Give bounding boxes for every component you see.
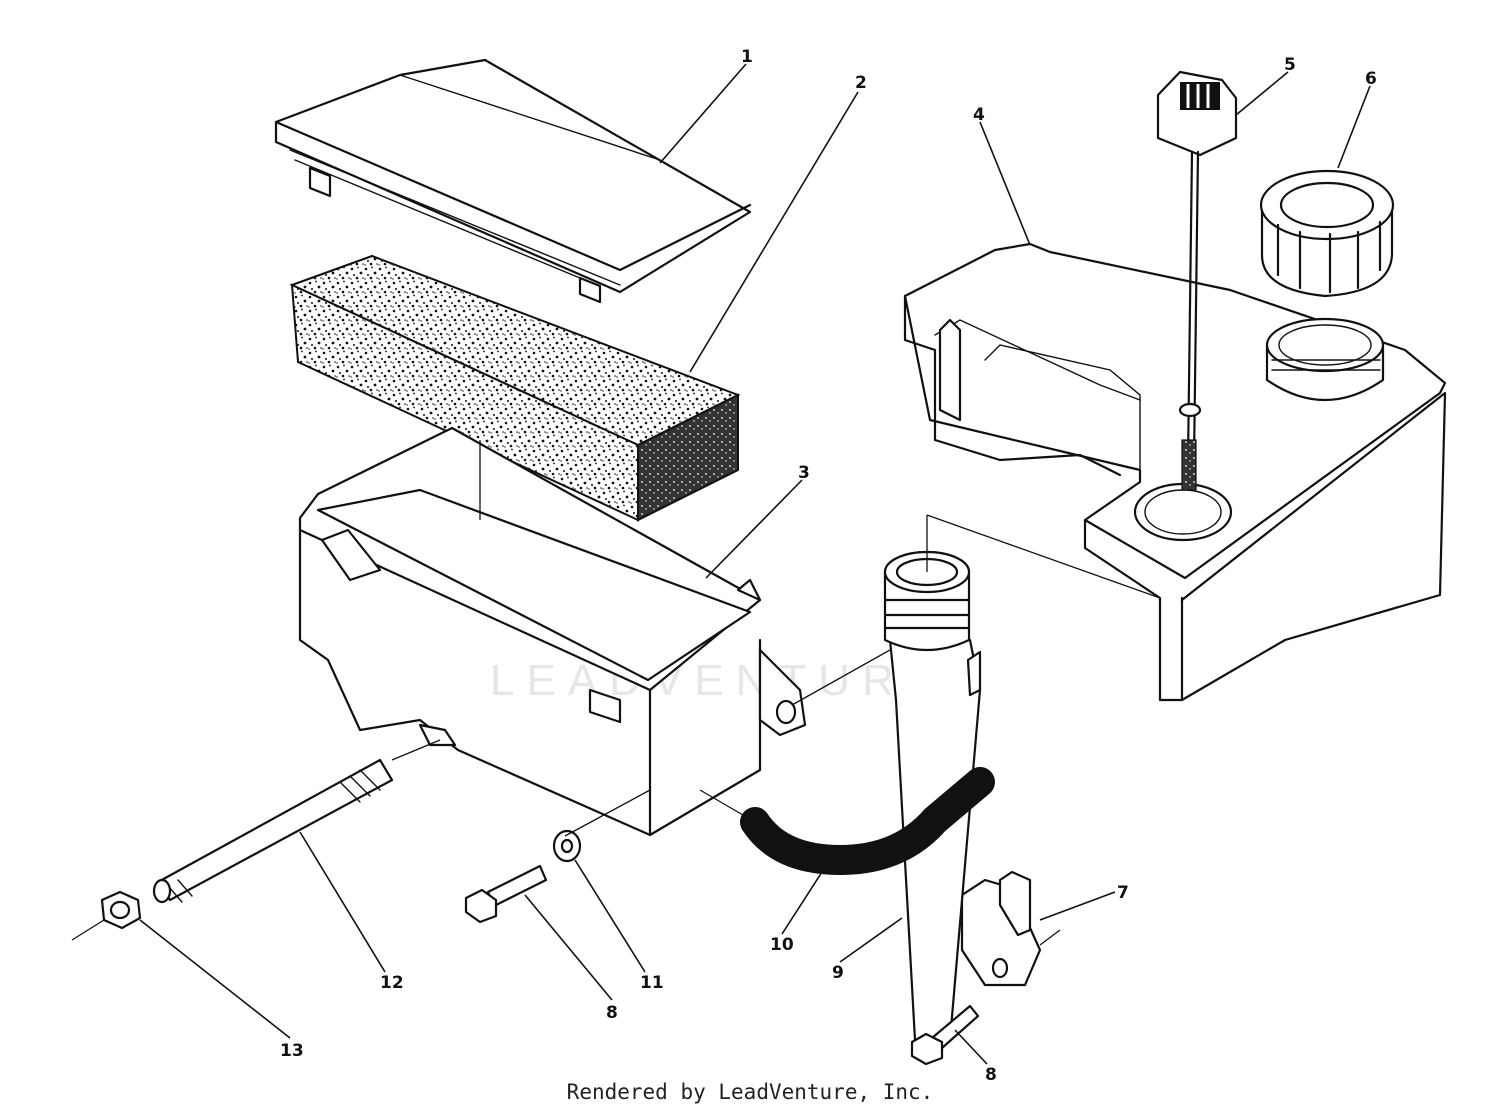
part-washer	[552, 829, 582, 863]
part-bracket	[960, 870, 1042, 987]
callout-11: 11	[640, 973, 664, 993]
part-dipstick	[1156, 70, 1238, 491]
part-hose	[740, 767, 995, 876]
callout-4: 4	[973, 105, 985, 125]
callout-8: 8	[606, 1003, 618, 1023]
footer-credit: Rendered by LeadVenture, Inc.	[566, 1080, 934, 1104]
part-bolt	[464, 864, 548, 924]
callout-9: 9	[832, 963, 844, 983]
part-nut	[100, 890, 142, 930]
callout-10: 10	[770, 935, 794, 955]
alignment-lines	[71, 514, 1161, 946]
part-base	[298, 426, 807, 837]
part-fuel-cap	[1259, 169, 1395, 298]
callout-numbers: 1 2 3 4 5 6 7 8 9 10 11 12 13 8	[280, 47, 1377, 1085]
callout-3: 3	[798, 463, 810, 483]
callout-5: 5	[1284, 55, 1296, 75]
part-stud	[152, 758, 394, 904]
callout-8-lower: 8	[985, 1065, 997, 1085]
callout-2: 2	[855, 73, 867, 93]
part-fuel-tank	[903, 242, 1447, 702]
callout-6: 6	[1365, 69, 1377, 89]
callout-12: 12	[380, 973, 404, 993]
part-cover	[274, 58, 752, 304]
callout-1: 1	[741, 47, 753, 67]
part-bolt-lower	[910, 1004, 980, 1066]
part-foam-filter	[289, 254, 741, 522]
leader-lines	[139, 63, 1371, 1065]
callout-13: 13	[280, 1041, 304, 1061]
callout-7: 7	[1117, 883, 1129, 903]
watermark: LEADVENTURE	[490, 656, 947, 705]
